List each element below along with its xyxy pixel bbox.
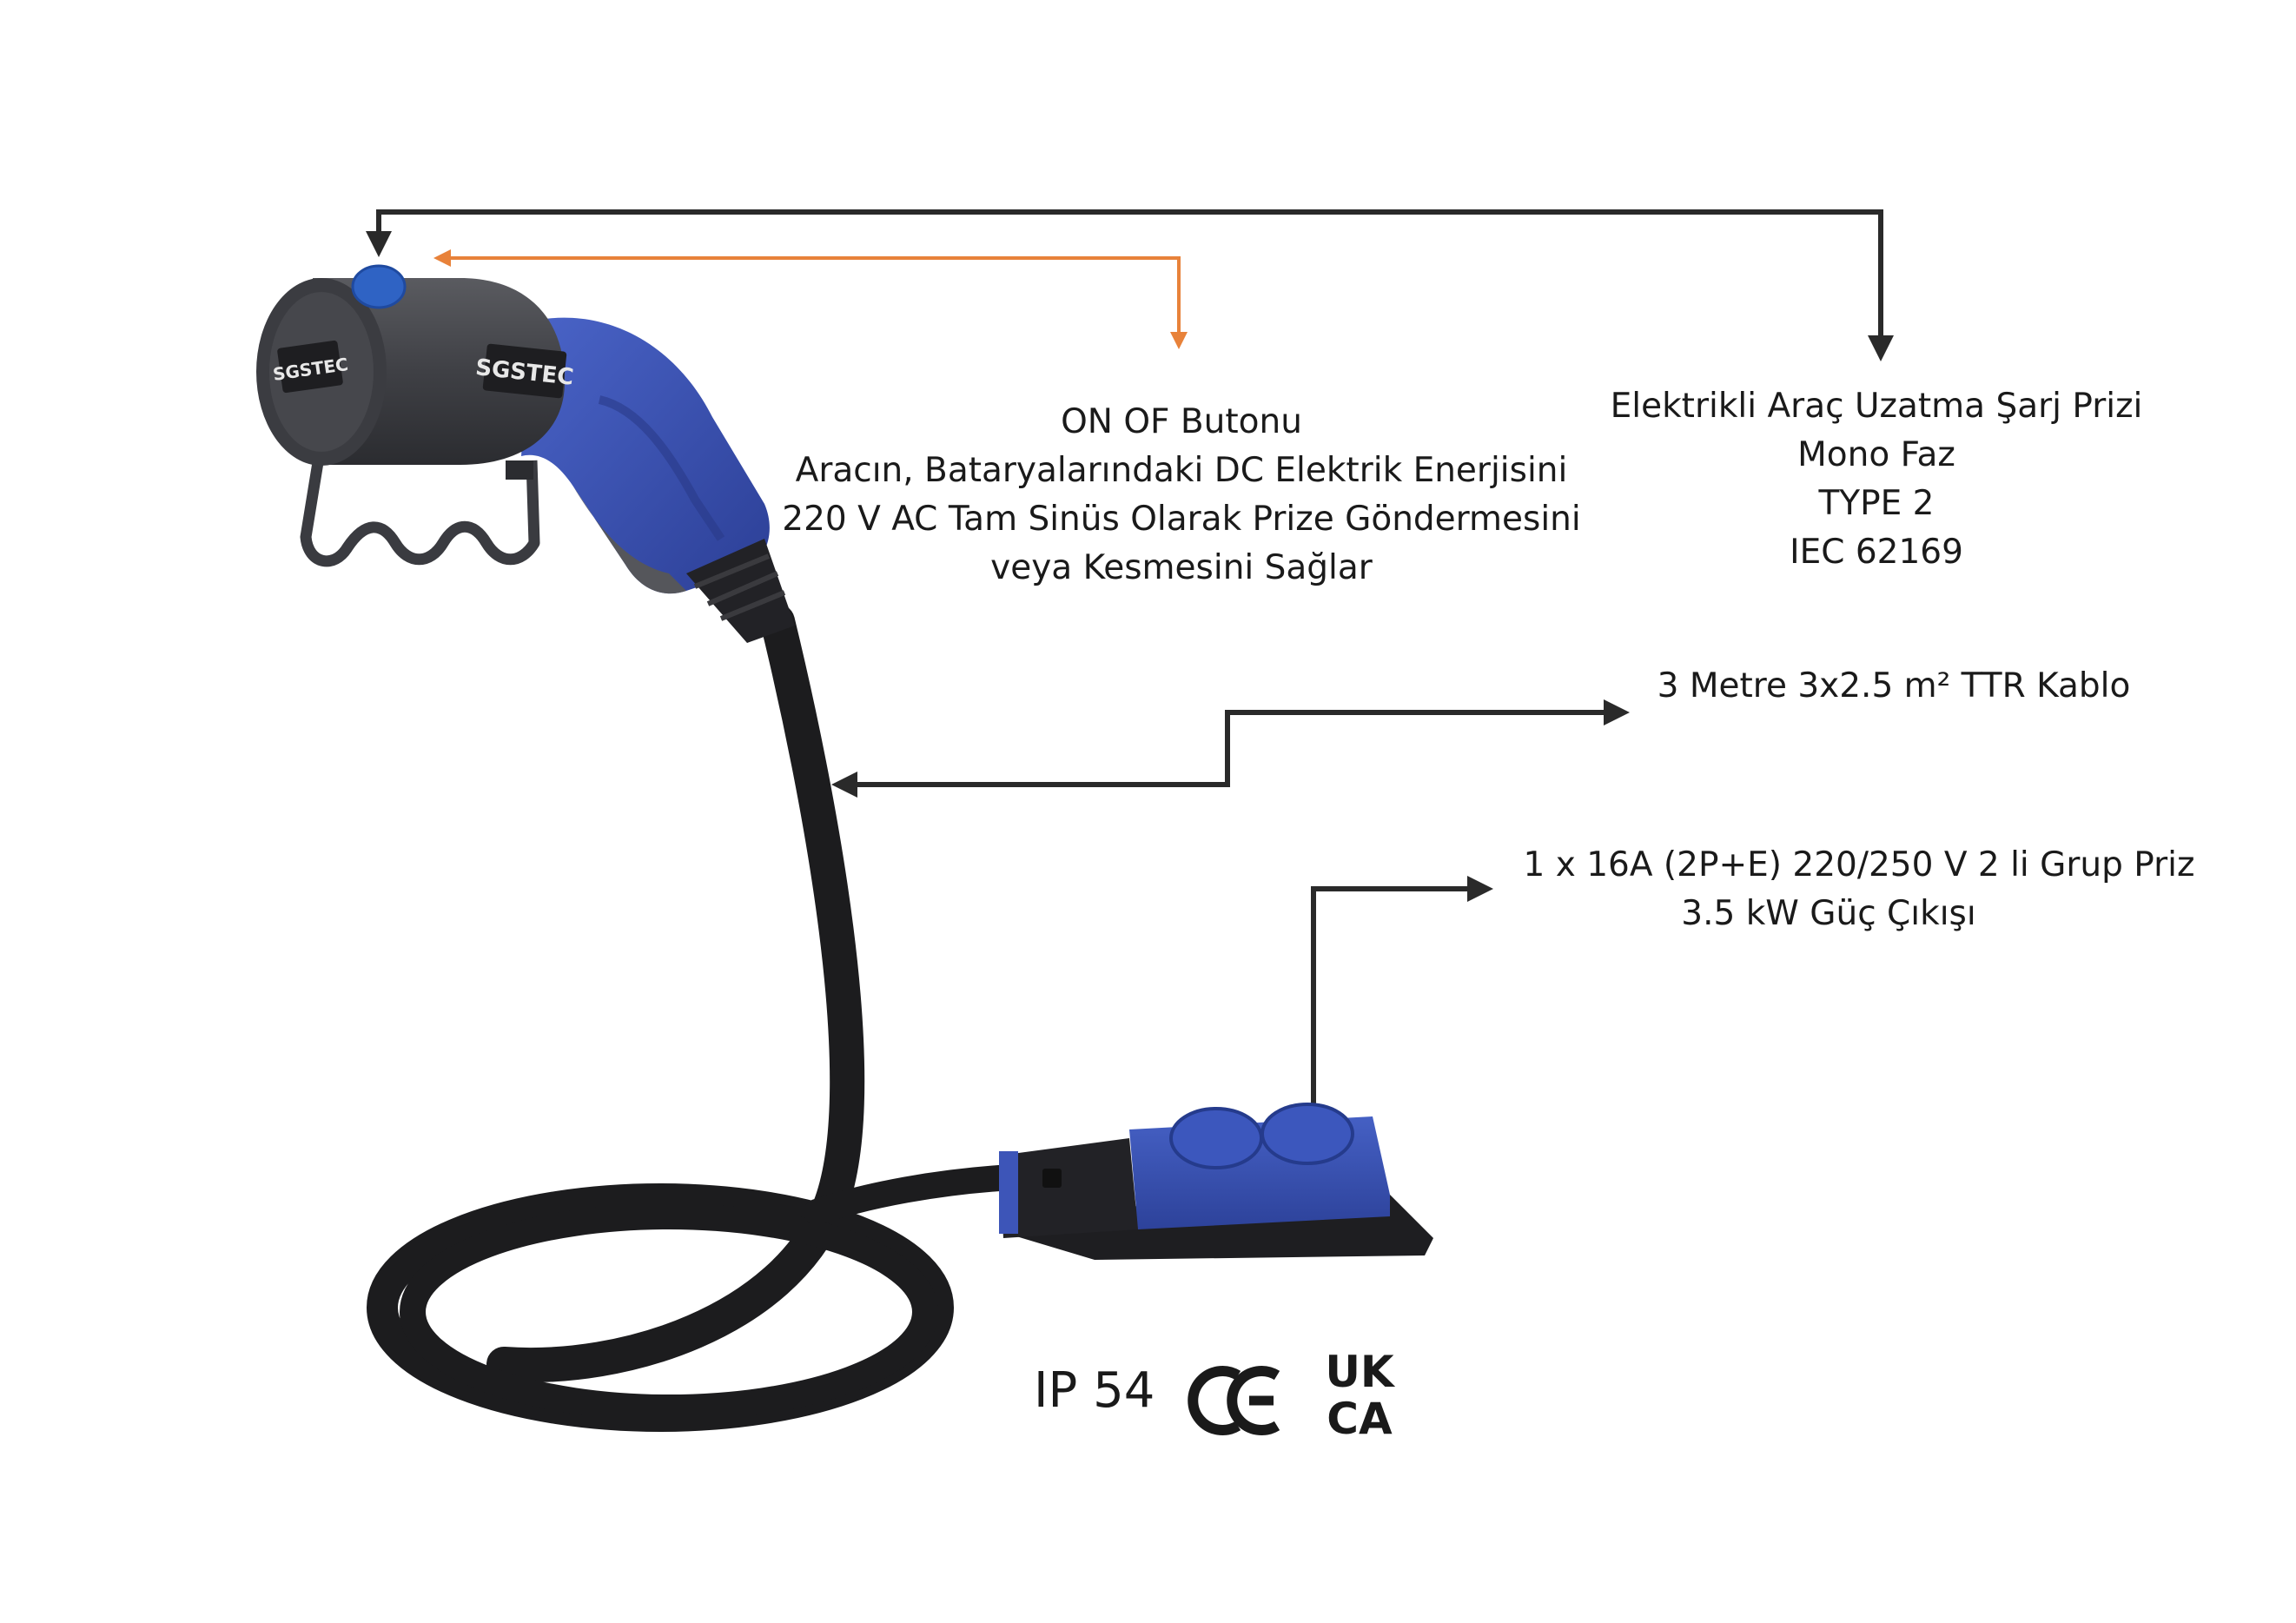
button-leader-line bbox=[433, 249, 1188, 349]
product-leader-line bbox=[366, 209, 1894, 361]
callout-button-title: ON OF Butonu bbox=[1061, 402, 1302, 441]
socket-lid-1 bbox=[1169, 1107, 1263, 1169]
product-spec-callout: Elektrikli Araç Uzatma Şarj Prizi Mono F… bbox=[1572, 382, 2180, 577]
on-off-button bbox=[351, 264, 407, 309]
ukca-mark-bottom: CA bbox=[1327, 1394, 1393, 1441]
ip-rating-label: IP 54 bbox=[1034, 1362, 1155, 1419]
socket-spec-callout: 1 x 16A (2P+E) 220/250 V 2 li Grup Priz … bbox=[1477, 841, 2241, 938]
callout-product-line-1: Elektrikli Araç Uzatma Şarj Prizi bbox=[1610, 387, 2143, 426]
type2-plug bbox=[256, 264, 795, 643]
callout-button-line-4: veya Kesmesini Sağlar bbox=[990, 548, 1373, 587]
socket-box bbox=[999, 1103, 1433, 1260]
ukca-mark-top: UK bbox=[1325, 1347, 1396, 1397]
plug-hanger bbox=[300, 450, 540, 567]
callout-button-line-2: Aracın, Bataryalarındaki DC Elektrik Ene… bbox=[795, 451, 1568, 490]
socket-lid-2 bbox=[1260, 1103, 1354, 1165]
socket-leader-line bbox=[1311, 876, 1493, 1121]
charging-cable bbox=[367, 604, 1025, 1432]
callout-product-line-3: TYPE 2 bbox=[1818, 484, 1935, 523]
callout-arrows bbox=[366, 209, 1894, 1121]
cable-spec-callout: 3 Metre 3x2.5 m² TTR Kablo bbox=[1598, 662, 2189, 711]
callout-product-line-2: Mono Faz bbox=[1797, 435, 1955, 474]
callout-socket-line-2: 3.5 kW Güç Çıkışı bbox=[1681, 894, 1976, 933]
on-off-button-callout: ON OF Butonu Aracın, Bataryalarındaki DC… bbox=[747, 398, 1616, 593]
cable-leader-line bbox=[831, 699, 1630, 798]
callout-cable-line-1: 3 Metre 3x2.5 m² TTR Kablo bbox=[1657, 666, 2131, 706]
ukca-mark: UK CA bbox=[1325, 1347, 1396, 1441]
callout-product-line-4: IEC 62169 bbox=[1790, 533, 1963, 572]
ce-mark bbox=[1188, 1366, 1280, 1435]
callout-button-line-3: 220 V AC Tam Sinüs Olarak Prize Gönderme… bbox=[782, 500, 1581, 539]
callout-socket-line-1: 1 x 16A (2P+E) 220/250 V 2 li Grup Priz bbox=[1523, 845, 2195, 884]
